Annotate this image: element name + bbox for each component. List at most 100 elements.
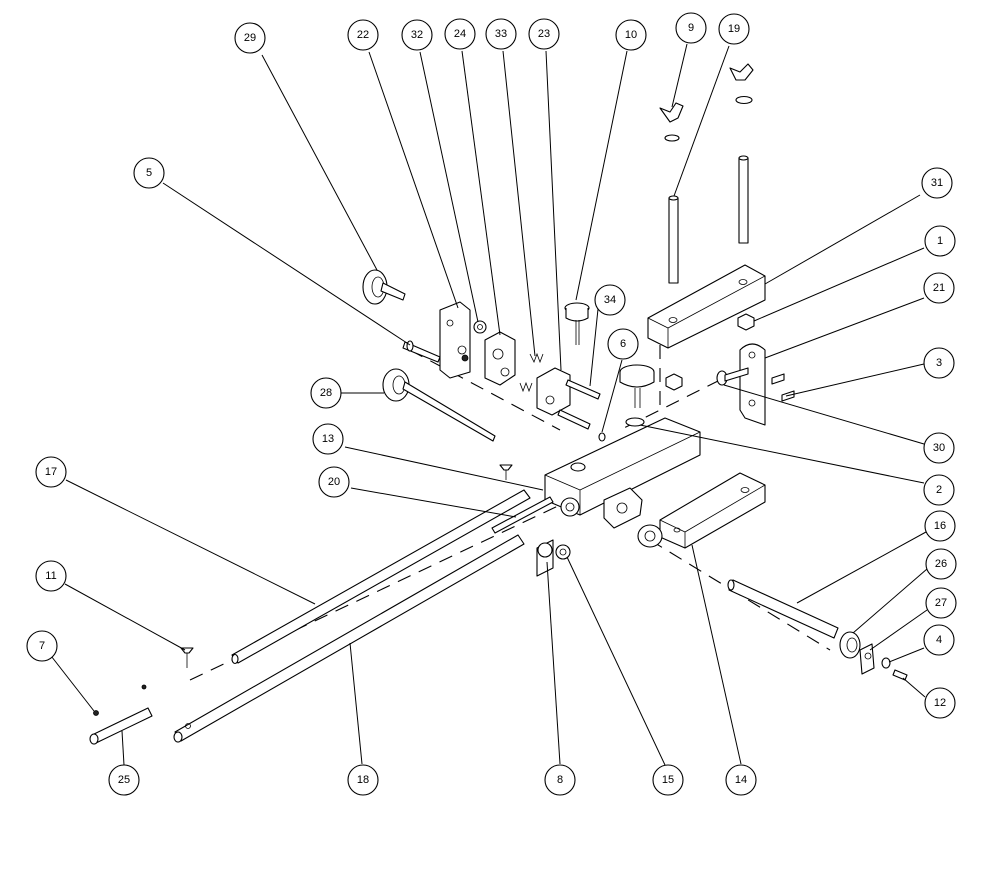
part-29-knob <box>362 269 406 305</box>
svg-text:33: 33 <box>495 28 507 40</box>
callout-7: 7 <box>26 630 58 662</box>
callout-2: 2 <box>923 474 955 506</box>
svg-text:24: 24 <box>454 28 466 40</box>
callout-26: 26 <box>925 548 957 580</box>
part-27-bracket <box>859 643 875 675</box>
callout-22: 22 <box>347 19 379 51</box>
svg-text:17: 17 <box>45 466 57 478</box>
svg-text:15: 15 <box>662 774 674 786</box>
svg-text:11: 11 <box>45 570 56 582</box>
svg-text:25: 25 <box>118 774 130 786</box>
callout-1: 1 <box>924 225 956 257</box>
part-33-springs <box>519 352 544 393</box>
svg-text:31: 31 <box>931 177 943 189</box>
svg-text:1: 1 <box>937 235 943 247</box>
svg-text:20: 20 <box>328 476 340 488</box>
part-21-bracket <box>739 343 766 426</box>
part-15-bushing <box>555 544 571 560</box>
callout-15: 15 <box>652 764 684 796</box>
callout-21: 21 <box>923 272 955 304</box>
svg-text:13: 13 <box>322 433 334 445</box>
callout-18: 18 <box>347 764 379 796</box>
callout-12: 12 <box>924 687 956 719</box>
callout-11: 11 <box>35 560 67 592</box>
part-2-knob <box>619 364 683 408</box>
callout-19: 19 <box>718 13 750 45</box>
callout-3: 3 <box>923 347 955 379</box>
svg-text:3: 3 <box>936 357 942 369</box>
part-7-screw <box>93 710 99 716</box>
part-6-screw <box>598 417 645 442</box>
svg-text:26: 26 <box>935 558 947 570</box>
svg-text:32: 32 <box>411 29 423 41</box>
part-22-plate <box>439 301 471 379</box>
part-19-rods <box>668 155 749 284</box>
svg-text:2: 2 <box>936 484 942 496</box>
svg-text:10: 10 <box>625 29 637 41</box>
part-14-plate <box>637 472 766 549</box>
part-8-bracket <box>536 539 554 577</box>
part-26-bearing <box>839 631 861 659</box>
callout-13: 13 <box>312 423 344 455</box>
svg-text:14: 14 <box>735 774 747 786</box>
callout-16: 16 <box>924 510 956 542</box>
part-24-block <box>484 331 516 386</box>
part-3-screws <box>771 373 795 402</box>
svg-text:8: 8 <box>557 774 563 786</box>
part-4-washer <box>881 657 891 669</box>
svg-text:28: 28 <box>320 387 332 399</box>
part-9-wing-nuts <box>659 63 754 142</box>
part-32-nut <box>473 320 487 334</box>
callout-9: 9 <box>675 12 707 44</box>
svg-text:6: 6 <box>620 338 626 350</box>
svg-text:23: 23 <box>538 28 550 40</box>
leader-lines <box>47 43 928 766</box>
callout-29: 29 <box>234 22 266 54</box>
callout-5: 5 <box>133 157 165 189</box>
callout-32: 32 <box>401 19 433 51</box>
callout-34: 34 <box>594 284 626 316</box>
part-16-rod <box>727 579 839 639</box>
callout-25: 25 <box>108 764 140 796</box>
svg-text:5: 5 <box>146 167 152 179</box>
callout-17: 17 <box>35 456 67 488</box>
callout-33: 33 <box>485 18 517 50</box>
svg-text:18: 18 <box>357 774 369 786</box>
part-17-rod <box>231 489 531 665</box>
callout-30: 30 <box>923 432 955 464</box>
part-34-screws <box>557 379 601 430</box>
svg-text:27: 27 <box>935 597 947 609</box>
part-13-carriage <box>544 417 701 529</box>
callout-8: 8 <box>544 764 576 796</box>
callout-31: 31 <box>921 167 953 199</box>
callout-14: 14 <box>725 764 757 796</box>
svg-text:21: 21 <box>933 282 945 294</box>
part-25-pin <box>89 684 153 745</box>
callout-10: 10 <box>615 19 647 51</box>
part-10-knob <box>564 302 590 345</box>
part-20-rod <box>491 496 554 534</box>
callout-20: 20 <box>318 466 350 498</box>
part-11-screw <box>180 647 194 668</box>
callout-4: 4 <box>923 624 955 656</box>
callout-24: 24 <box>444 18 476 50</box>
svg-text:19: 19 <box>728 23 740 35</box>
svg-text:4: 4 <box>936 634 942 646</box>
part-1-nut <box>737 313 755 331</box>
svg-text:9: 9 <box>688 22 694 34</box>
part-screw-upper <box>499 464 513 480</box>
svg-text:16: 16 <box>934 520 946 532</box>
svg-text:22: 22 <box>357 29 369 41</box>
svg-text:12: 12 <box>934 697 946 709</box>
part-18-rod <box>173 534 525 743</box>
callout-6: 6 <box>607 328 639 360</box>
svg-text:30: 30 <box>933 442 945 454</box>
svg-text:7: 7 <box>39 640 45 652</box>
svg-text:34: 34 <box>604 294 616 306</box>
svg-text:29: 29 <box>244 32 256 44</box>
part-30-bolt <box>716 367 749 386</box>
part-12-screw <box>892 669 908 681</box>
part-28-knob-rod <box>382 368 496 442</box>
callout-28: 28 <box>310 377 342 409</box>
